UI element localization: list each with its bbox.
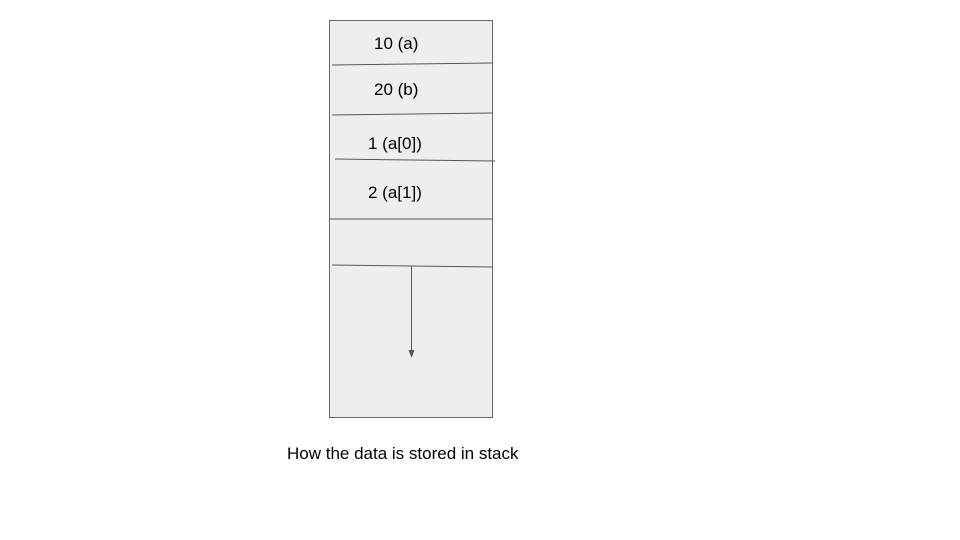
- stack-cell-label: 1 (a[0]): [368, 134, 422, 153]
- stack-divider: [334, 158, 496, 162]
- stack-cell-label: 2 (a[1]): [368, 183, 422, 202]
- stack-cell-label: 10 (a): [374, 34, 419, 53]
- stack-cell-label: 20 (b): [374, 80, 419, 99]
- stack-divider: [331, 62, 493, 66]
- diagram-caption: How the data is stored in stack: [287, 444, 519, 463]
- stack-divider: [331, 112, 493, 116]
